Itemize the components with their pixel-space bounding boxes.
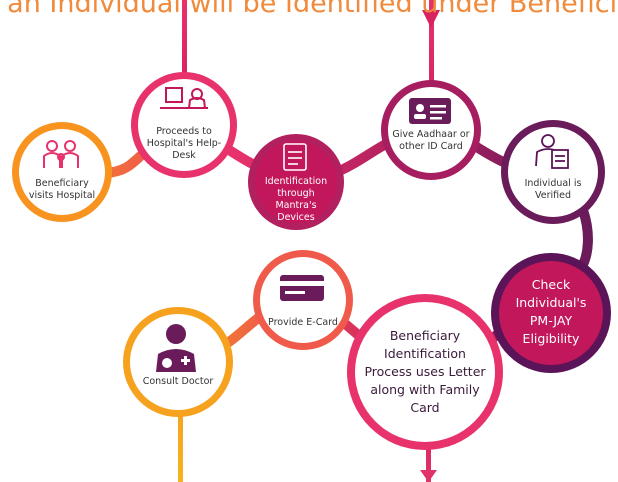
bottom-arrow-icon [420, 470, 437, 482]
bottom-left-stem [178, 400, 183, 482]
step-3-node [255, 141, 337, 223]
step-5-node [508, 127, 598, 217]
step-4-label: Give Aadhaar or other ID Card [392, 129, 470, 152]
step-5-label: Individual is Verified [524, 178, 582, 201]
top-left-stem [182, 0, 187, 80]
e-card-icon [280, 275, 324, 301]
step-6-node [499, 261, 603, 365]
help-desk-icon [160, 87, 208, 109]
doctor-icon [156, 324, 196, 372]
step-1-node [19, 129, 105, 215]
top-right-stem [429, 0, 434, 100]
verified-person-icon [535, 134, 569, 169]
bottom-right-stem [426, 420, 431, 482]
step-2-node [138, 79, 230, 171]
step-2-label: Proceeds to Hospital's Help-Desk [146, 126, 222, 161]
step-7-node [355, 302, 495, 442]
step-3-label: Identification through Mantra's Devices [264, 176, 328, 223]
step-9-label: Consult Doctor [142, 376, 214, 387]
document-scan-icon [283, 143, 307, 171]
step-6-label: Check Individual's PM-JAY Eligibility [515, 277, 587, 346]
step-1-label: Beneficiary visits Hospital [28, 178, 96, 201]
step-8-label: Provide E-Card [268, 317, 338, 328]
step-7-label: Beneficiary Identification Process uses … [364, 328, 486, 415]
id-card-icon [409, 98, 451, 124]
family-icon [43, 140, 79, 168]
top-arrow-icon [422, 10, 440, 28]
page-title: ow an Individual will be Identified unde… [0, 0, 618, 19]
